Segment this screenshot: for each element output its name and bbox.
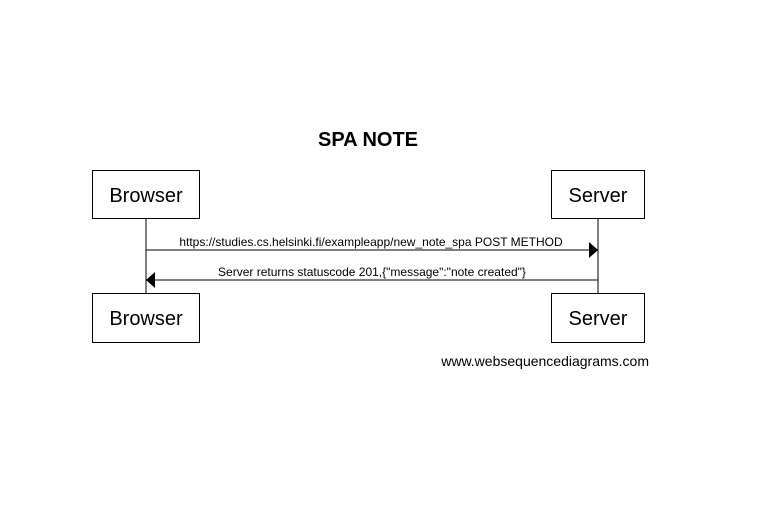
participant-box bbox=[92, 293, 200, 343]
participant-server-top: Server bbox=[551, 170, 645, 219]
message-request: https://studies.cs.helsinki.fi/exampleap… bbox=[146, 235, 598, 258]
arrowhead-left-icon bbox=[146, 272, 155, 288]
participant-label: Server bbox=[569, 185, 628, 207]
participant-box bbox=[551, 170, 645, 219]
participant-label: Browser bbox=[109, 185, 183, 207]
participant-browser-bottom: Browser bbox=[92, 293, 200, 343]
participant-server-bottom: Server bbox=[551, 293, 645, 343]
diagram-title: SPA NOTE bbox=[318, 129, 418, 151]
participant-box bbox=[551, 293, 645, 343]
message-response: Server returns statuscode 201,{"message"… bbox=[146, 265, 598, 288]
participant-browser-top: Browser bbox=[92, 170, 200, 219]
credit-watermark: www.websequencediagrams.com bbox=[440, 353, 649, 369]
message-label: https://studies.cs.helsinki.fi/exampleap… bbox=[179, 235, 563, 249]
arrowhead-right-icon bbox=[589, 242, 598, 258]
participant-label: Browser bbox=[109, 308, 183, 330]
message-label: Server returns statuscode 201,{"message"… bbox=[218, 265, 526, 279]
participant-label: Server bbox=[569, 308, 628, 330]
participant-box bbox=[92, 170, 200, 219]
